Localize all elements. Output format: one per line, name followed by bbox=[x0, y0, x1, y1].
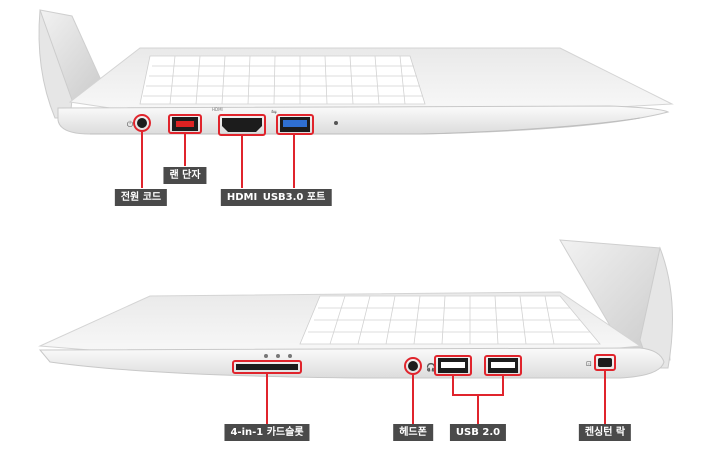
svg-text:⇋: ⇋ bbox=[271, 108, 277, 116]
power-leader bbox=[141, 132, 143, 188]
usb3-leader bbox=[293, 135, 295, 188]
card-highlight bbox=[232, 360, 302, 374]
lan-leader bbox=[184, 134, 186, 166]
hdmi-port bbox=[222, 118, 262, 132]
label-usb3: USB3.0 포트 bbox=[256, 189, 332, 206]
card-leader bbox=[266, 374, 268, 424]
lock-highlight bbox=[594, 354, 616, 371]
label-lan: 랜 단자 bbox=[163, 167, 207, 184]
power-highlight bbox=[133, 114, 151, 132]
label-lock: 켄싱턴 락 bbox=[578, 424, 632, 441]
lock-slot: ⊡ bbox=[586, 358, 612, 368]
lock-leader bbox=[604, 371, 606, 424]
usb2-port-1 bbox=[438, 358, 468, 373]
label-hdmi: HDMI bbox=[220, 189, 264, 206]
usb3-port bbox=[280, 117, 310, 132]
usb2-leader-right bbox=[502, 376, 504, 396]
hdmi-highlight bbox=[218, 114, 266, 136]
headphone-leader bbox=[412, 375, 414, 424]
usb2-leader-down bbox=[477, 394, 479, 424]
label-usb2: USB 2.0 bbox=[449, 424, 507, 441]
hdmi-leader bbox=[241, 136, 243, 188]
card-icons bbox=[264, 354, 292, 358]
usb-symbol-icon: ⇋ bbox=[271, 108, 277, 116]
svg-text:⏻: ⏻ bbox=[127, 120, 134, 129]
lan-port bbox=[172, 117, 198, 131]
svg-text:🎧: 🎧 bbox=[426, 362, 436, 372]
usb2-port-2 bbox=[488, 358, 518, 373]
lan-highlight bbox=[168, 114, 202, 134]
usb2-highlight-1 bbox=[434, 355, 472, 376]
status-led bbox=[334, 121, 338, 125]
usb2-leader-left bbox=[452, 376, 454, 396]
label-power: 전원 코드 bbox=[114, 189, 168, 206]
usb2-highlight-2 bbox=[484, 355, 522, 376]
hdmi-port-mark: HDMI bbox=[212, 107, 223, 112]
headphone-highlight bbox=[404, 357, 422, 375]
label-headphone: 헤드폰 bbox=[393, 424, 433, 441]
label-card: 4-in-1 카드슬롯 bbox=[224, 424, 310, 441]
usb3-highlight bbox=[276, 114, 314, 135]
svg-text:⊡: ⊡ bbox=[586, 360, 592, 368]
card-slot bbox=[236, 364, 298, 370]
keyboard-keys bbox=[139, 55, 426, 105]
